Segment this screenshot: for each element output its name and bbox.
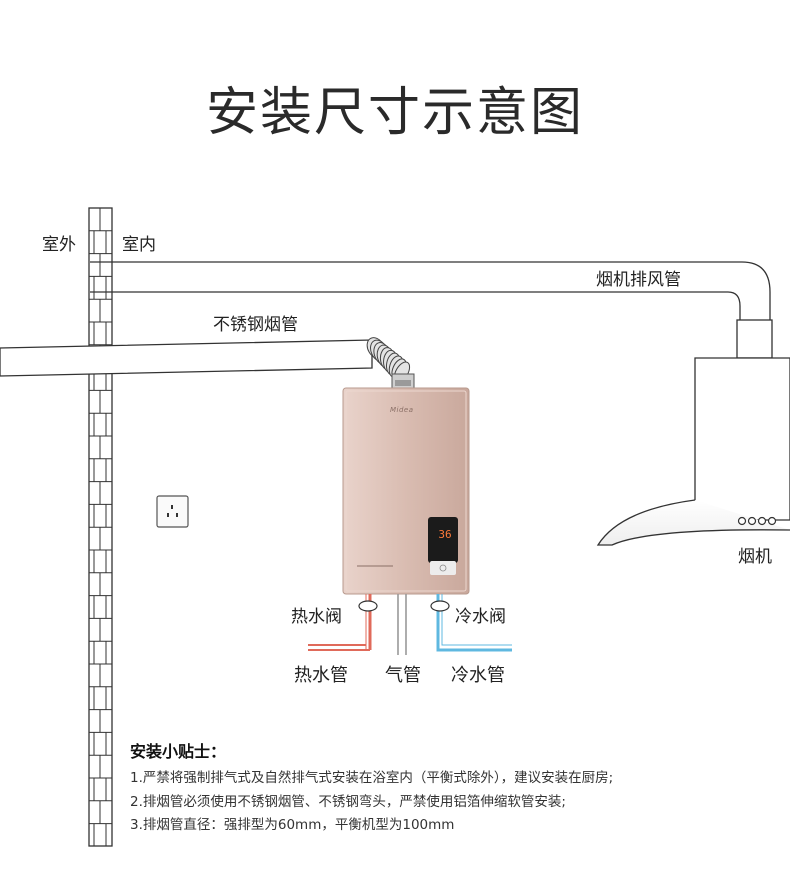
label-stainless-flue: 不锈钢烟管 (213, 315, 298, 335)
label-indoor: 室内 (122, 235, 156, 255)
hood-exhaust-collar (736, 319, 773, 359)
label-hot-water-valve: 热水阀 (291, 607, 342, 627)
label-cold-water-valve: 冷水阀 (455, 607, 506, 627)
tip-item: 2.排烟管必须使用不锈钢烟管、不锈钢弯头，严禁使用铝箔伸缩软管安装; (130, 794, 566, 810)
tip-item: 1.严禁将强制排气式及自然排气式安装在浴室内（平衡式除外），建议安装在厨房; (130, 770, 614, 786)
hot-water-valve-icon (358, 600, 378, 612)
gas-pipe (397, 594, 407, 655)
stainless-flue-pipe (0, 337, 415, 389)
label-cold-water-pipe: 冷水管 (451, 665, 505, 686)
label-outdoor: 室外 (42, 235, 76, 255)
hood-exhaust-duct (90, 261, 771, 358)
heater-brand-logo: Midea (390, 406, 414, 414)
heater-display-temperature: 36 (438, 528, 452, 541)
label-hot-water-pipe: 热水管 (294, 665, 348, 686)
water-heater (342, 387, 470, 595)
pipes (308, 594, 512, 655)
wall-socket-icon (156, 495, 189, 528)
cold-water-valve-icon (430, 600, 450, 612)
tips-heading: 安装小贴士： (130, 742, 227, 761)
brick-wall (88, 207, 113, 847)
range-hood (596, 357, 790, 546)
cold-water-pipe (436, 594, 512, 652)
label-hood-exhaust-pipe: 烟机排风管 (596, 270, 681, 290)
page-title: 安装尺寸示意图 (205, 83, 584, 143)
tip-item: 3.排烟管直径：强排型为60mm，平衡机型为100mm (130, 817, 455, 833)
label-gas-pipe: 气管 (385, 665, 421, 686)
label-range-hood: 烟机 (738, 547, 772, 567)
